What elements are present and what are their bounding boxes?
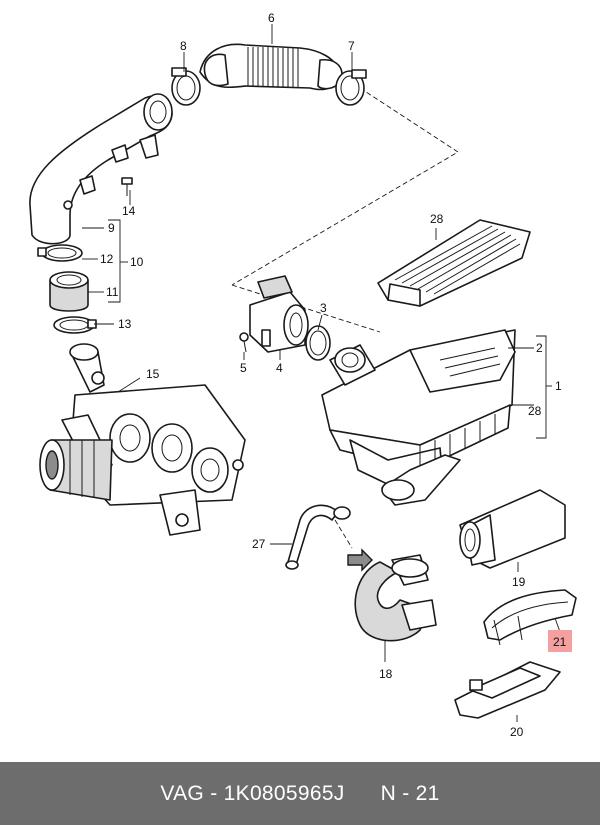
callout-14: 14 [122, 204, 136, 218]
air-mass-meter-4 [249, 275, 309, 353]
callout-19: 19 [512, 575, 526, 589]
charge-pipe [29, 93, 173, 245]
assembly-line-hose [334, 519, 353, 549]
callout-10: 10 [130, 255, 144, 269]
part-number: 1K0805965J [223, 781, 345, 805]
filter-insert-28 [377, 219, 531, 307]
vent-hose-27 [285, 504, 351, 570]
hose-6 [199, 43, 343, 91]
callout-7: 7 [348, 39, 355, 53]
callout-11: 11 [106, 285, 119, 299]
callout-8: 8 [180, 39, 187, 53]
clamp-8 [171, 67, 201, 106]
callout-21-highlight [548, 630, 572, 652]
callout-3: 3 [320, 301, 327, 315]
callout-4: 4 [276, 361, 283, 375]
callout-27: 27 [252, 537, 266, 551]
clamp-13 [53, 316, 97, 334]
turbocharger-15 [39, 343, 246, 536]
callout-20: 20 [510, 725, 524, 739]
lower-duct-20 [454, 661, 561, 719]
callout-28-top: 28 [430, 212, 444, 226]
bolt-14 [121, 177, 133, 205]
intake-hose-18 [354, 554, 437, 642]
intake-duct [381, 454, 461, 506]
callout-13: 13 [118, 317, 132, 331]
clamp-7 [335, 69, 367, 106]
clamp-12 [37, 244, 83, 262]
coupling-11 [49, 271, 89, 312]
callout-9: 9 [108, 221, 115, 235]
callout-6: 6 [268, 11, 275, 25]
air-duct-19 [459, 489, 566, 569]
callout-21: 21 [553, 635, 567, 649]
callout-2: 2 [536, 341, 543, 355]
brand-label: VAG [160, 781, 205, 805]
cover-21 [483, 589, 577, 646]
o-ring-3 [305, 325, 331, 361]
callout-28-housing: 28 [528, 404, 542, 418]
parts-diagram: 6 8 7 14 9 12 10 11 13 15 28 3 5 4 2 1 2… [29, 11, 577, 739]
callout-15: 15 [146, 367, 160, 381]
direction-arrow-icon [347, 548, 373, 572]
assembly-line-upper [231, 87, 459, 286]
screw-5 [239, 332, 249, 353]
brand-separator: - [210, 781, 218, 805]
callout-18: 18 [379, 667, 393, 681]
part-number-footer: VAG - 1K0805965J N - 21 [0, 762, 600, 825]
callout-5: 5 [240, 361, 247, 375]
callout-1: 1 [555, 379, 562, 393]
assembly-line-lower [231, 284, 381, 333]
callout-12: 12 [100, 252, 114, 266]
position-label: N - 21 [380, 781, 440, 805]
leader-lines [82, 24, 561, 722]
